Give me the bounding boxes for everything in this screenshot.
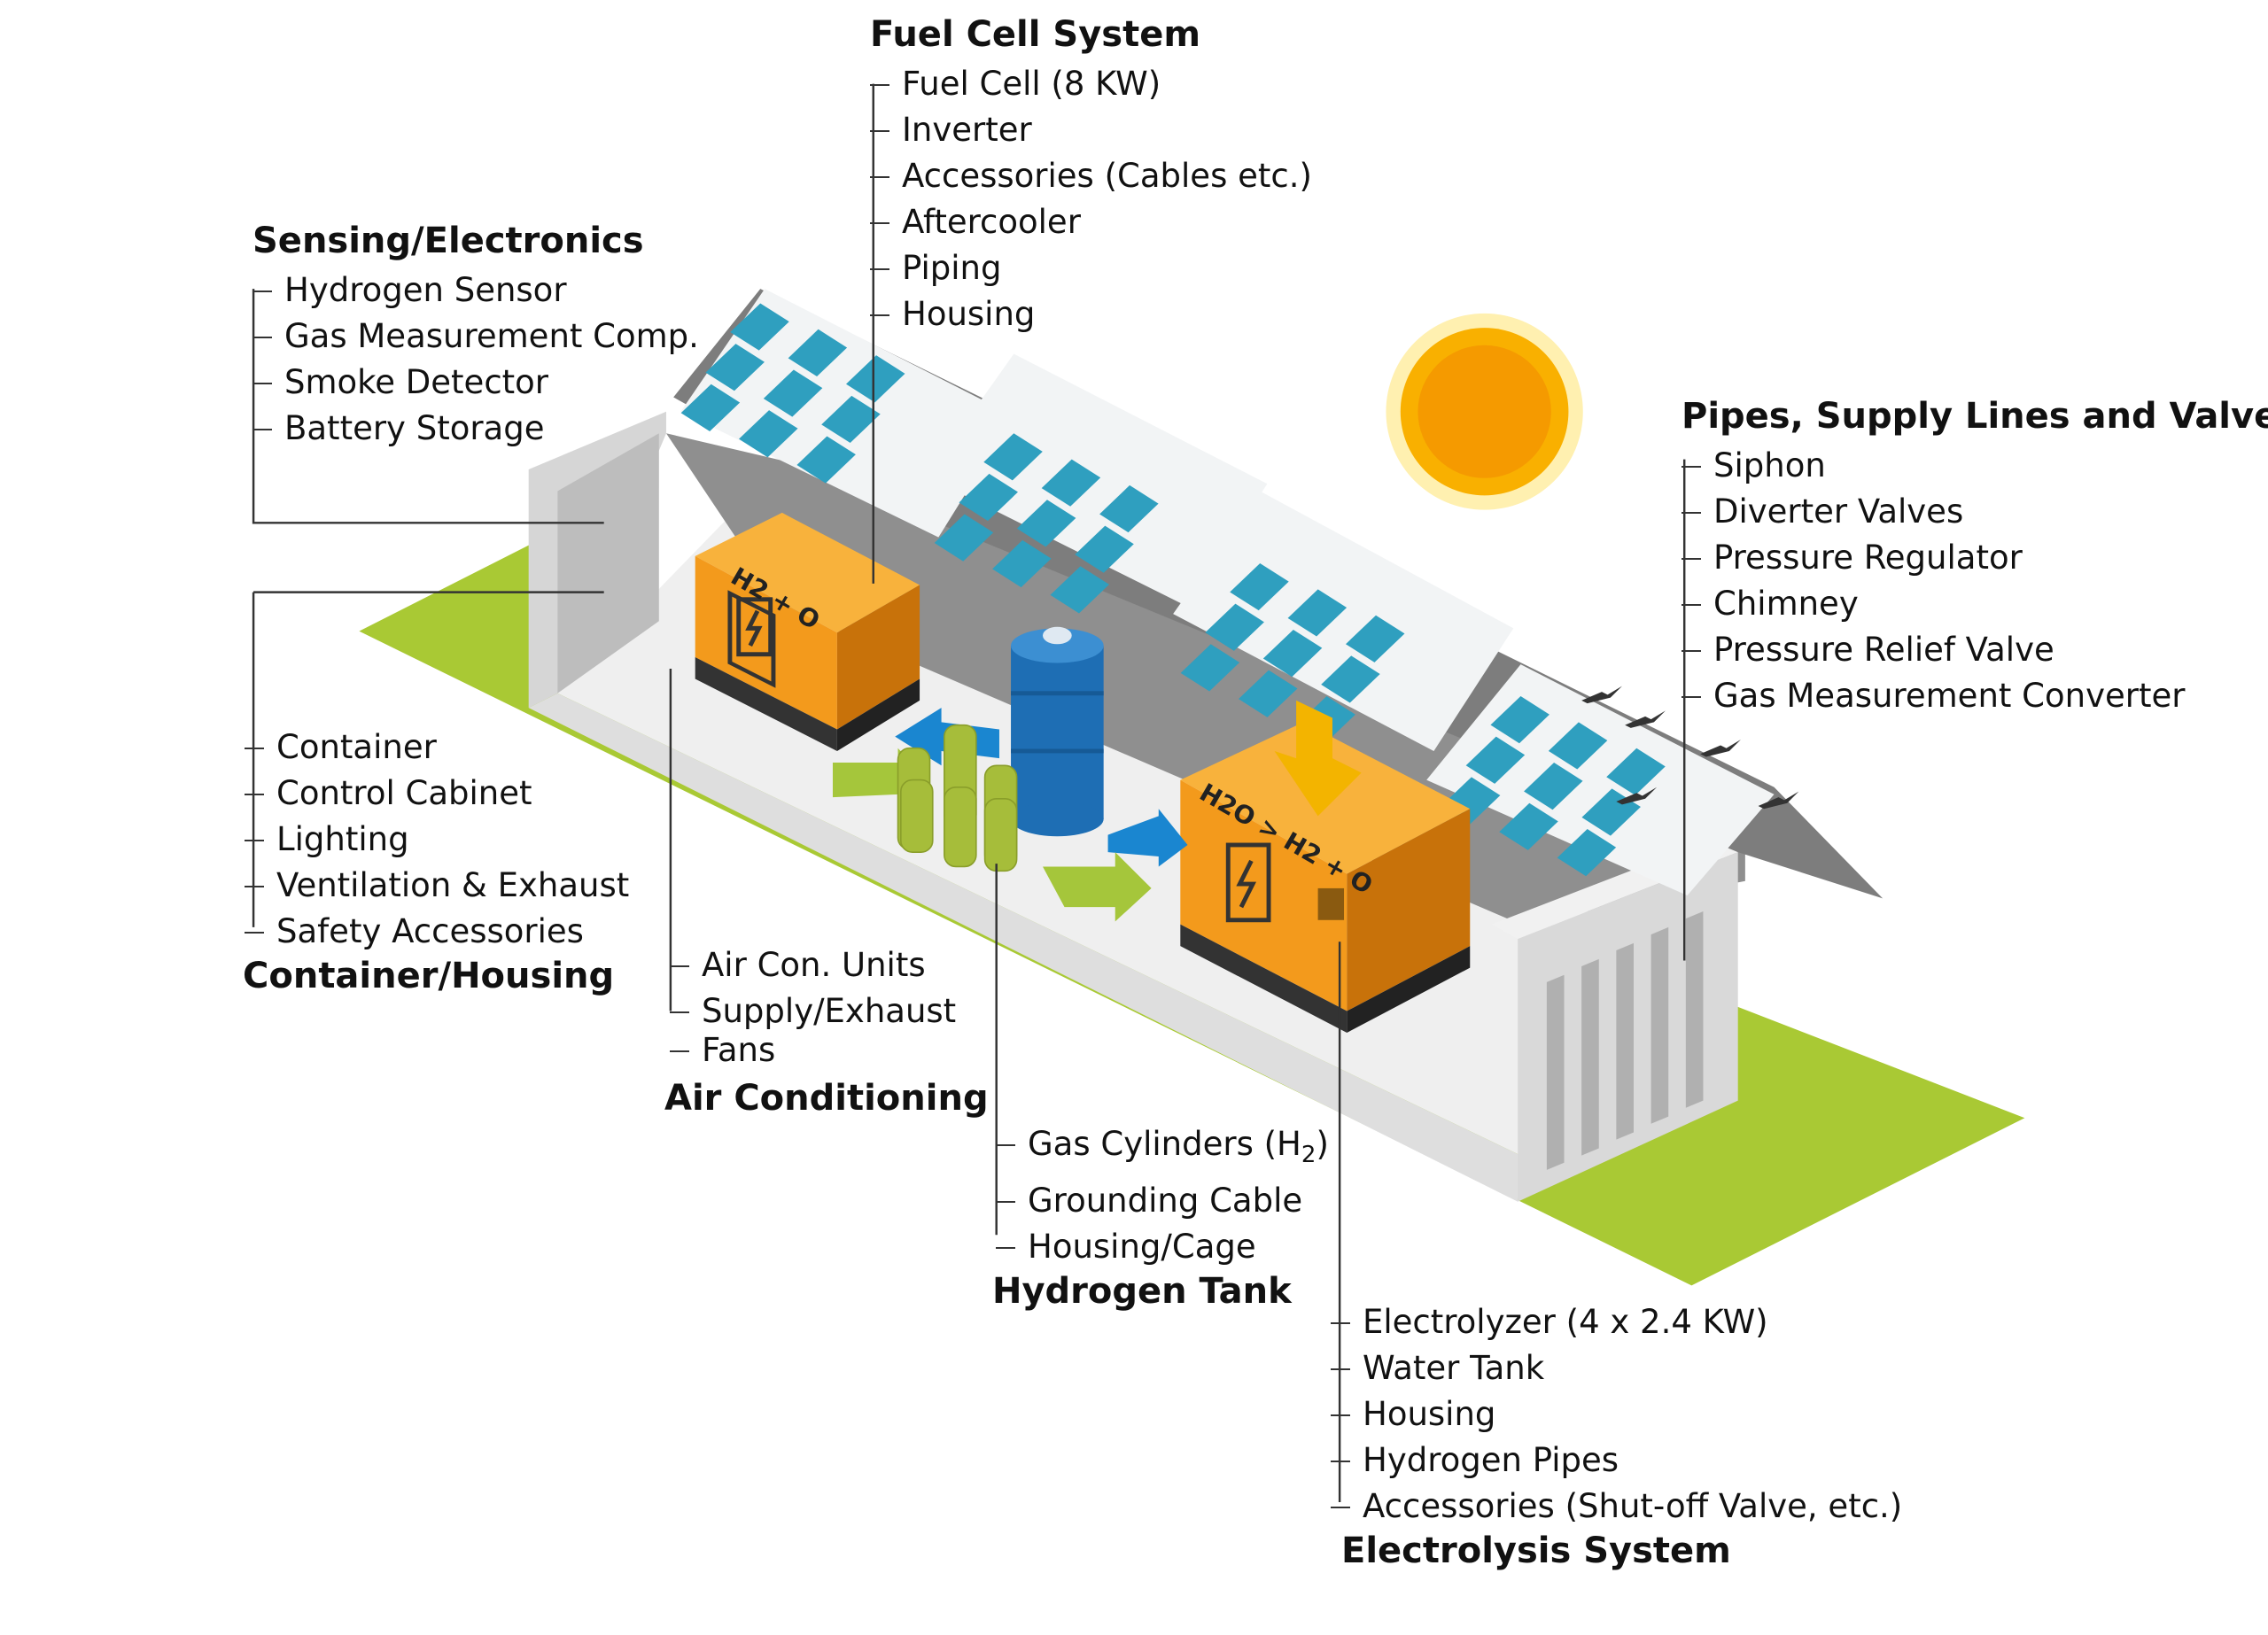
yellow-arrow xyxy=(1274,700,1362,817)
air-group: Air Con. Units Supply/Exhaust Fans Air C… xyxy=(664,942,989,1120)
tank-item-cylinders: Gas Cylinders (H2) xyxy=(996,1121,1329,1178)
electrolysis-item: Hydrogen Pipes xyxy=(1331,1437,1902,1484)
pipes-item: Pressure Relief Valve xyxy=(1682,627,2268,673)
container-item: Ventilation & Exhaust xyxy=(245,863,629,909)
tank-item: Grounding Cable xyxy=(996,1178,1329,1224)
tank-title: Hydrogen Tank xyxy=(992,1271,1292,1312)
pipes-title: Pipes, Supply Lines and Valves xyxy=(1682,396,2268,437)
birds-icon xyxy=(1581,686,1799,810)
pipes-item: Gas Measurement Converter xyxy=(1682,673,2268,719)
fuel-cell-item: Aftercooler xyxy=(870,199,1312,245)
container-item: Container xyxy=(245,725,629,771)
fuel-cell-item: Piping xyxy=(870,245,1312,291)
tank-item-main: Gas Cylinders (H xyxy=(1028,1125,1301,1163)
battery-icon xyxy=(1225,842,1271,923)
sensing-item: Battery Storage xyxy=(252,406,699,452)
container-item: Safety Accessories xyxy=(245,909,629,955)
fuel-cell-group: Fuel Cell System Fuel Cell (8 KW) Invert… xyxy=(870,13,1312,337)
tank-item: Housing/Cage xyxy=(996,1224,1329,1270)
air-title: Air Conditioning xyxy=(664,1078,989,1119)
tank-item-sub: 2 xyxy=(1301,1142,1317,1168)
electrolysis-title: Electrolysis System xyxy=(1341,1530,1731,1571)
air-item: Fans xyxy=(670,1027,989,1073)
container-front-rim xyxy=(528,693,1521,1202)
electrolysis-item: Electrolyzer (4 x 2.4 KW) xyxy=(1331,1299,1902,1345)
pipes-group: Pipes, Supply Lines and Valves Siphon Di… xyxy=(1682,395,2268,719)
green-arrow-right xyxy=(1043,852,1152,922)
fuel-cell-item: Inverter xyxy=(870,107,1312,153)
sensing-group: Sensing/Electronics Hydrogen Sensor Gas … xyxy=(252,220,699,452)
pipes-item: Siphon xyxy=(1682,443,2268,489)
sensing-item: Gas Measurement Comp. xyxy=(252,314,699,360)
fuel-cell-item: Fuel Cell (8 KW) xyxy=(870,61,1312,107)
container-title: Container/Housing xyxy=(243,956,615,996)
fuel-cell-item: Housing xyxy=(870,291,1312,337)
air-item: Air Con. Units xyxy=(670,942,989,988)
fuel-cell-title: Fuel Cell System xyxy=(870,14,1201,55)
pipes-item: Diverter Valves xyxy=(1682,489,2268,535)
solar-panels xyxy=(680,289,1775,896)
container-item: Control Cabinet xyxy=(245,771,629,817)
sensing-item: Smoke Detector xyxy=(252,360,699,406)
pipes-item: Pressure Regulator xyxy=(1682,535,2268,581)
sun-icon xyxy=(1386,313,1583,510)
water-tank xyxy=(1011,626,1104,837)
pipes-item: Chimney xyxy=(1682,581,2268,627)
tank-group: Gas Cylinders (H2) Grounding Cable Housi… xyxy=(992,1121,1329,1313)
container-left-wall-inner xyxy=(557,433,659,694)
blue-arrow-right xyxy=(1107,809,1188,867)
battery-icon xyxy=(736,597,773,657)
electrolysis-group: Electrolyzer (4 x 2.4 KW) Water Tank Hou… xyxy=(1331,1299,1902,1572)
container-door-bars xyxy=(1546,910,1704,1170)
sensing-title: Sensing/Electronics xyxy=(252,221,644,261)
fuel-cell-unit xyxy=(695,512,920,751)
fuel-cell-item: Accessories (Cables etc.) xyxy=(870,153,1312,199)
leader-lines xyxy=(252,83,1686,1502)
container-item: Lighting xyxy=(245,817,629,863)
gas-cylinders xyxy=(897,724,1018,872)
electrolysis-item: Water Tank xyxy=(1331,1345,1902,1391)
air-item: Supply/Exhaust xyxy=(670,988,989,1034)
electrolysis-item: Housing xyxy=(1331,1391,1902,1437)
electrolysis-item: Accessories (Shut-off Valve, etc.) xyxy=(1331,1484,1902,1530)
container-group: Container Control Cabinet Lighting Venti… xyxy=(243,725,629,997)
sensing-item: Hydrogen Sensor xyxy=(252,267,699,314)
tank-item-end: ) xyxy=(1316,1125,1329,1163)
